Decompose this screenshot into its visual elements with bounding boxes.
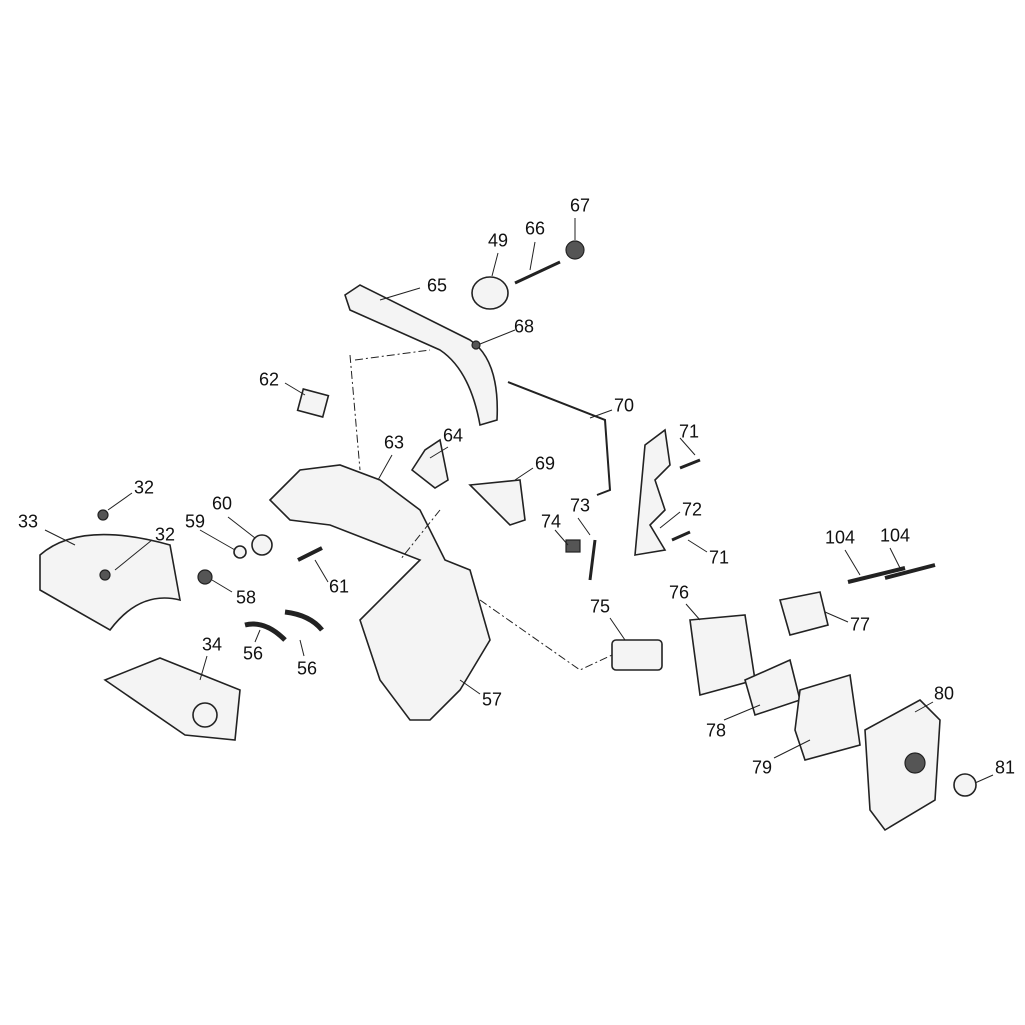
part-56-hose (244, 621, 287, 642)
label-74: 74 (540, 511, 562, 532)
label-61: 61 (328, 576, 350, 597)
label-57: 57 (481, 689, 503, 710)
label-66: 66 (524, 218, 546, 239)
part-71-screw (679, 458, 701, 470)
label-64: 64 (442, 425, 464, 446)
label-77: 77 (849, 614, 871, 635)
leader-lines (44, 218, 994, 784)
label-60: 60 (211, 493, 233, 514)
label-56: 56 (242, 643, 264, 664)
part-67-washer (565, 240, 585, 260)
label-32: 32 (133, 477, 155, 498)
label-33: 33 (17, 511, 39, 532)
label-68: 68 (513, 316, 535, 337)
part-61-pin (297, 546, 323, 562)
label-104: 104 (824, 527, 856, 548)
label-32-b: 32 (154, 524, 176, 545)
part-58-nut (197, 569, 213, 585)
label-59: 59 (184, 511, 206, 532)
part-71-screw-2 (671, 530, 691, 542)
label-65: 65 (426, 275, 448, 296)
part-62-switch (296, 388, 330, 418)
label-62: 62 (258, 369, 280, 390)
part-66-bolt (514, 260, 561, 285)
label-73: 73 (569, 495, 591, 516)
part-56-hose-2 (284, 609, 324, 632)
part-104-bolt-2 (884, 563, 936, 580)
label-34: 34 (201, 634, 223, 655)
part-75-carburetor (611, 639, 663, 671)
part-34-hole (192, 702, 218, 728)
part-77-bracket (778, 591, 829, 636)
part-57-housing (268, 464, 491, 721)
part-32-screw (97, 509, 109, 521)
part-69-guard (468, 479, 526, 526)
label-49: 49 (487, 230, 509, 251)
part-68-screw (471, 340, 481, 350)
label-70: 70 (613, 395, 635, 416)
assembly-line (349, 349, 613, 671)
label-76: 76 (668, 582, 690, 603)
part-80-hole (904, 752, 926, 774)
label-58: 58 (235, 587, 257, 608)
part-72-plate (634, 428, 671, 556)
label-81: 81 (994, 757, 1016, 778)
label-79: 79 (751, 757, 773, 778)
part-34-gasket (103, 657, 241, 741)
label-75: 75 (589, 596, 611, 617)
label-80: 80 (933, 683, 955, 704)
label-63: 63 (383, 432, 405, 453)
part-49-mount (471, 276, 509, 310)
part-60-bushing (251, 534, 273, 556)
part-79-filter-frame (794, 673, 861, 761)
label-56-b: 56 (296, 658, 318, 679)
part-70-rod (507, 381, 612, 496)
label-71: 71 (678, 421, 700, 442)
label-71-b: 71 (708, 547, 730, 568)
label-78: 78 (705, 720, 727, 741)
part-81-knob (953, 773, 977, 797)
part-59-washer (233, 545, 247, 559)
label-72: 72 (681, 499, 703, 520)
part-74-clip (565, 539, 581, 553)
label-69: 69 (534, 453, 556, 474)
part-65-handle (344, 284, 499, 427)
label-104-b: 104 (879, 525, 911, 546)
part-73-lever (588, 539, 597, 581)
part-80-air-cover (864, 699, 941, 832)
part-32-screw-2 (99, 569, 111, 581)
label-67: 67 (569, 195, 591, 216)
part-64-trigger (410, 438, 449, 489)
part-104-bolt (847, 566, 906, 584)
part-33-cover (39, 533, 182, 632)
